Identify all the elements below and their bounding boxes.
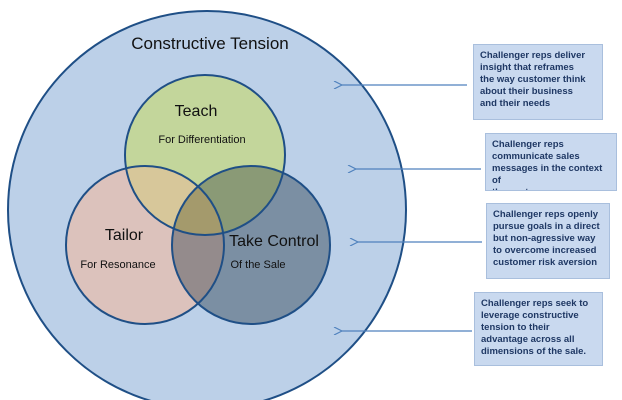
teach-subtitle: For Differentiation (158, 134, 245, 146)
callout-constructive-tension: Challenger reps seek to leverage constru… (474, 292, 603, 366)
callout-take-control: Challenger reps openly pursue goals in a… (486, 203, 610, 279)
take-control-title: Take Control (229, 233, 319, 250)
take-control-subtitle: Of the Sale (230, 259, 285, 271)
teach-title: Teach (175, 103, 218, 120)
tailor-title: Tailor (105, 227, 144, 244)
constructive-tension-title: Constructive Tension (131, 34, 289, 53)
take-control-circle-outline (171, 165, 331, 325)
center-overlap (172, 166, 224, 235)
teach-circle-outline (124, 74, 286, 236)
callout-teach: Challenger reps deliver insight that ref… (473, 44, 603, 120)
tailor-circle-outline (65, 165, 225, 325)
tailor-subtitle: For Resonance (80, 259, 155, 271)
callout-tailor: Challenger reps communicate sales messag… (485, 133, 617, 191)
